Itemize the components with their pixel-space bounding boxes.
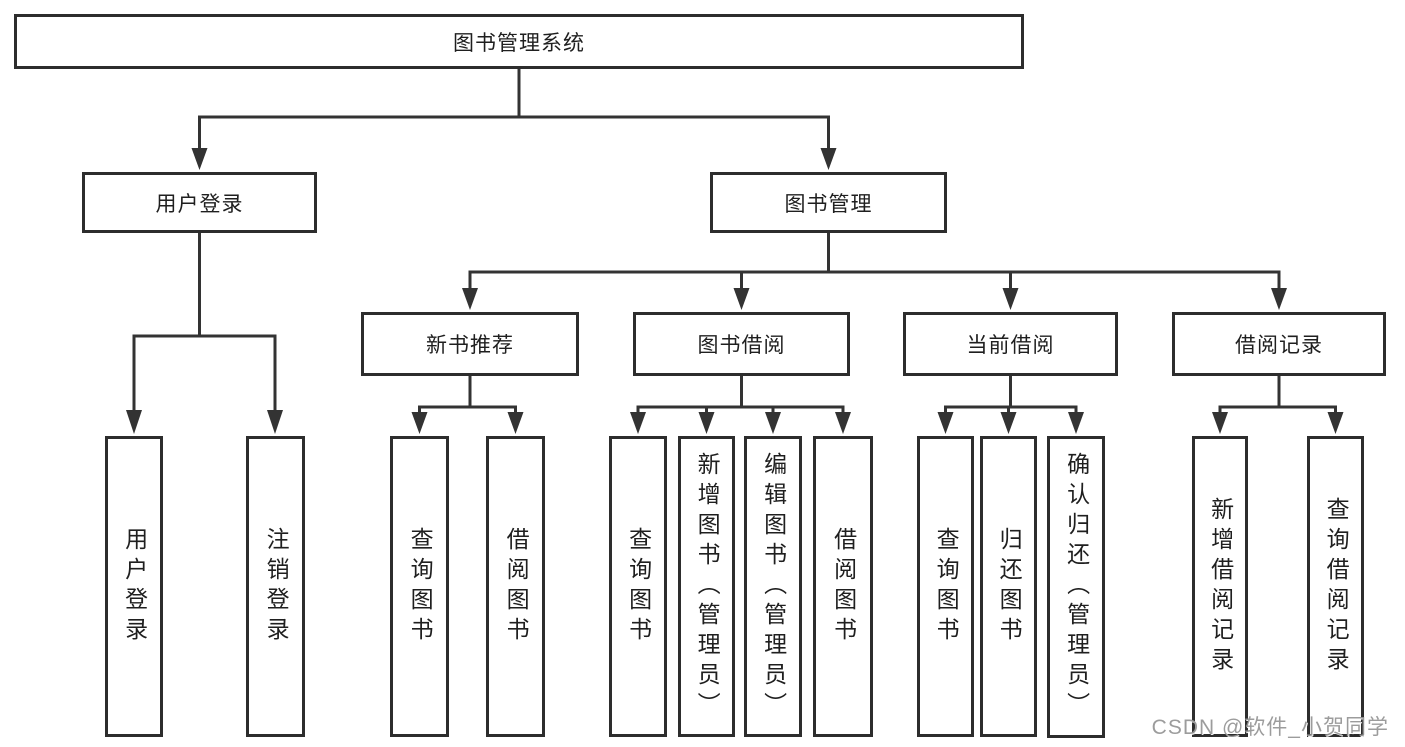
- leaf-add-borrow-record: 新增借阅记录: [1192, 436, 1248, 737]
- leaf-add-borrow-record-label: 新增借阅记录: [1207, 496, 1234, 677]
- leaf-query-books-recommend-label: 查询图书: [407, 526, 434, 647]
- leaf-borrow-books-recommend-label: 借阅图书: [503, 526, 530, 647]
- leaf-query-books-borrowing-label: 查询图书: [625, 526, 652, 647]
- leaf-return-books: 归还图书: [980, 436, 1037, 737]
- leaf-return-books-label: 归还图书: [996, 526, 1023, 647]
- node-borrowing-records: 借阅记录: [1172, 312, 1386, 376]
- leaf-query-books-current: 查询图书: [917, 436, 974, 737]
- node-book-management-system: 图书管理系统: [14, 14, 1024, 69]
- leaf-query-books-recommend: 查询图书: [390, 436, 449, 737]
- node-current-borrowing: 当前借阅: [903, 312, 1118, 376]
- node-book-borrowing: 图书借阅: [633, 312, 850, 376]
- leaf-logout-label: 注销登录: [263, 526, 290, 647]
- leaf-edit-books-admin: 编辑图书（管理员）: [744, 436, 802, 737]
- leaf-query-books-borrowing: 查询图书: [609, 436, 667, 737]
- leaf-add-books-admin: 新增图书（管理员）: [678, 436, 735, 737]
- leaf-query-borrow-record-label: 查询借阅记录: [1323, 496, 1350, 677]
- node-user-login: 用户登录: [82, 172, 317, 233]
- node-new-book-recommendation: 新书推荐: [361, 312, 579, 376]
- leaf-borrow-books-borrowing: 借阅图书: [813, 436, 873, 737]
- leaf-borrow-books-recommend: 借阅图书: [486, 436, 545, 737]
- leaf-query-borrow-record: 查询借阅记录: [1307, 436, 1364, 737]
- leaf-logout: 注销登录: [246, 436, 305, 737]
- leaf-edit-books-admin-label: 编辑图书（管理员）: [760, 451, 787, 722]
- leaf-user-login-label: 用户登录: [121, 526, 148, 647]
- leaf-user-login: 用户登录: [105, 436, 163, 737]
- leaf-borrow-books-borrowing-label: 借阅图书: [830, 526, 857, 647]
- node-book-management: 图书管理: [710, 172, 947, 233]
- leaf-confirm-return-admin-label: 确认归还（管理员）: [1063, 452, 1090, 722]
- leaf-query-books-current-label: 查询图书: [933, 526, 960, 647]
- leaf-add-books-admin-label: 新增图书（管理员）: [694, 451, 721, 722]
- leaf-confirm-return-admin: 确认归还（管理员）: [1047, 436, 1105, 738]
